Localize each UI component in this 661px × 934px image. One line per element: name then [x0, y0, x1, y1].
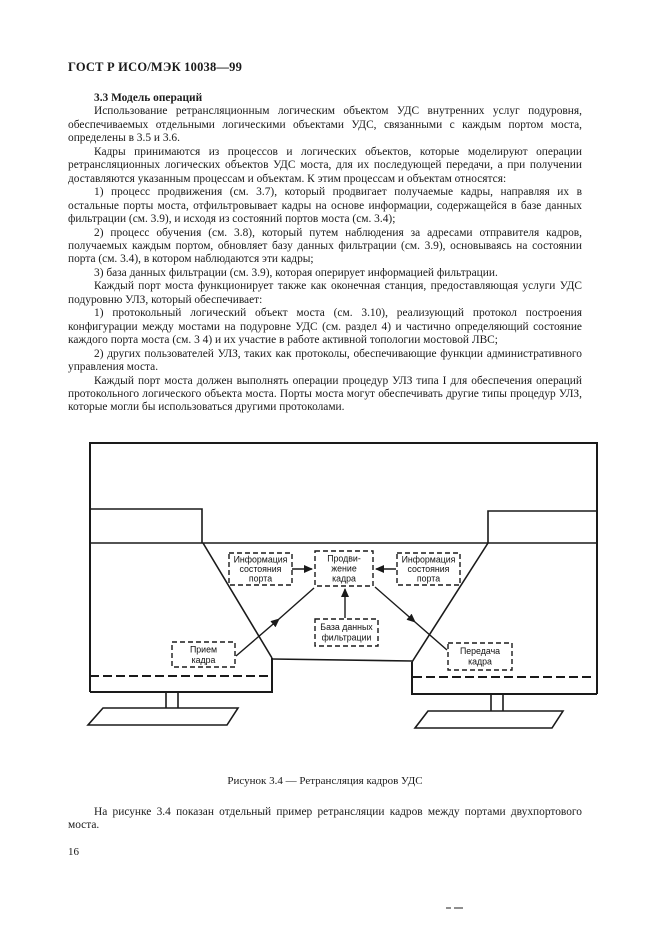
filtering-db-box: База данных фильтрации: [314, 618, 379, 647]
right-base: [413, 710, 565, 729]
list-item: 2) процесс обучения (см. 3.8), который п…: [68, 226, 582, 266]
document-header: ГОСТ Р ИСО/МЭК 10038—99: [68, 60, 243, 74]
list-item: 1) процесс продвижения (см. 3.7), которы…: [68, 186, 582, 226]
box-label: фильтрации: [322, 633, 372, 643]
process-boxes: Информация состояния порта Продви- жение…: [171, 550, 513, 671]
box-label: порта: [249, 574, 272, 584]
paragraph: На рисунке 3.4 показан отдельный пример …: [68, 806, 582, 832]
section-heading: 3.3 Модель операций: [94, 92, 203, 104]
arrow-forwarding-to-transmit-tail: [414, 621, 448, 651]
right-end-station: [411, 662, 597, 729]
list-item: 2) других пользователей УЛЗ, таких как п…: [68, 347, 582, 374]
outer-frame: [89, 442, 598, 694]
port-info-right-box: Информация состояния порта: [396, 552, 461, 586]
list-item: 1) протокольный логический объект моста …: [68, 307, 582, 347]
list-item: 3) база данных фильтрации (см. 3.9), кот…: [94, 266, 498, 279]
frame-transmit-box: Передача кадра: [447, 642, 513, 671]
funnel-connector-line: [271, 658, 413, 662]
box-label: Информация: [402, 555, 456, 565]
box-label: кадра: [192, 655, 216, 665]
left-monitor-body: [90, 658, 273, 693]
paragraph: Каждый порт моста функционирует также ка…: [68, 280, 582, 306]
left-end-station: [86, 658, 273, 726]
figure-caption: Рисунок 3.4 — Ретрансляция кадров УДС: [227, 775, 423, 787]
box-label: Прием: [190, 645, 217, 655]
closing-text: На рисунке 3.4 показан отдельный пример …: [68, 806, 582, 833]
bridge-outline: [89, 442, 598, 694]
left-funnel-diagonal: [202, 542, 273, 659]
box-label: Информация: [234, 555, 288, 565]
frame-receive-box: Прием кадра: [171, 641, 236, 668]
paragraph: Кадры принимаются из процессов и логичес…: [68, 145, 582, 185]
box-label: состояния: [408, 564, 450, 574]
arrow-receive-to-forwarding: [235, 618, 280, 657]
figure-3-4-diagram: Информация состояния порта Продви- жение…: [86, 442, 598, 729]
right-monitor-body: [411, 662, 597, 695]
forwarding-box: Продви- жение кадра: [314, 550, 374, 587]
left-base: [86, 707, 240, 726]
left-port-step: [90, 508, 203, 543]
page-number: 16: [68, 846, 79, 858]
flow-arrows: [235, 565, 448, 657]
box-label: Передача: [460, 646, 500, 656]
box-label: кадра: [468, 657, 492, 667]
scan-artifact: [446, 907, 463, 909]
paragraph: Использование ретрансляционным логически…: [68, 105, 582, 145]
port-info-left-box: Информация состояния порта: [228, 552, 293, 586]
arrow-receive-to-forwarding-tail: [278, 587, 315, 620]
box-label: жение: [331, 564, 357, 574]
box-label: кадра: [332, 574, 356, 584]
box-label: состояния: [240, 564, 282, 574]
body-text: 3.3 Модель операций Использование ретран…: [68, 92, 582, 415]
box-label: Продви-: [327, 554, 361, 564]
box-label: База данных: [320, 622, 373, 632]
box-label: порта: [417, 574, 440, 584]
paragraph: Каждый порт моста должен выполнять опера…: [68, 374, 582, 414]
arrow-forwarding-to-transmit: [374, 586, 416, 623]
right-funnel-diagonal: [411, 542, 489, 663]
right-port-step: [487, 510, 597, 543]
